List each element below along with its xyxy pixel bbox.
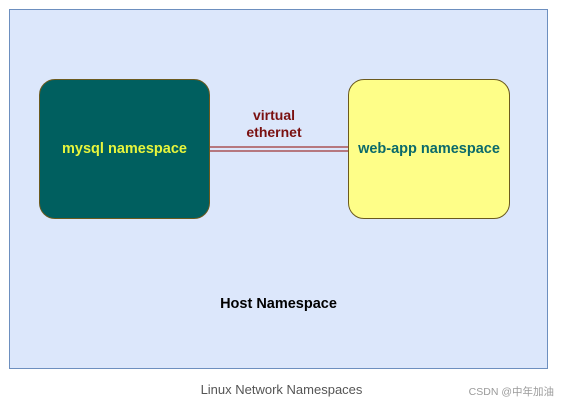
virtual-ethernet-lines [210, 146, 348, 152]
host-namespace-label: Host Namespace [220, 296, 337, 312]
mysql-namespace-label: mysql namespace [62, 141, 187, 157]
virtual-ethernet-link [210, 146, 348, 152]
mysql-namespace-box: mysql namespace [39, 79, 210, 219]
virtual-ethernet-label-line1: virtual [252, 107, 295, 123]
virtual-ethernet-label-line2: ethernet [246, 124, 302, 140]
figure-caption: Linux Network Namespaces [200, 382, 363, 397]
virtual-ethernet-label: virtual ethernet [218, 107, 330, 141]
webapp-namespace-box: web-app namespace [348, 79, 510, 219]
webapp-namespace-label: web-app namespace [358, 141, 500, 157]
watermark: CSDN @中年加油 [468, 386, 554, 398]
